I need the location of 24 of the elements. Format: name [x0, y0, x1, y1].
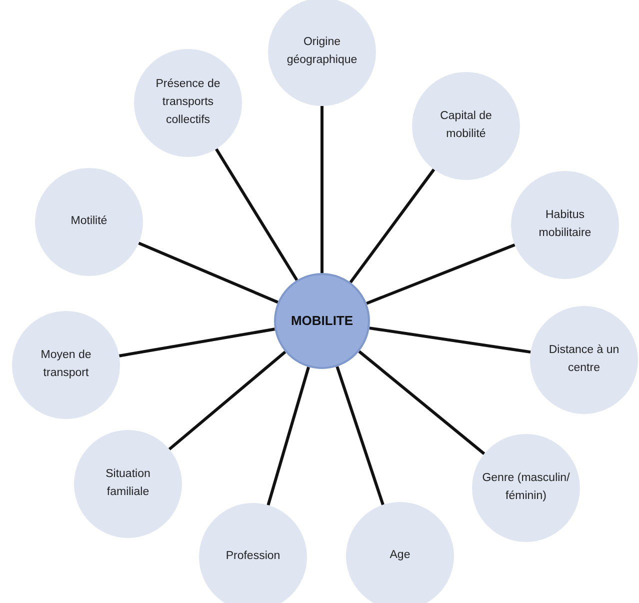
- central-label: MOBILITE: [290, 312, 354, 330]
- factor-label: Distance à un centre: [548, 343, 620, 376]
- connector-line: [336, 366, 384, 506]
- connector-line: [118, 328, 275, 358]
- factor-label: Capital de mobilité: [439, 109, 493, 142]
- connector-line: [266, 366, 310, 506]
- connector-line: [320, 106, 324, 273]
- factor-label: Situation familiale: [104, 467, 152, 500]
- factor-label: Age: [388, 548, 412, 564]
- connector-line: [366, 243, 516, 305]
- connector-line: [369, 326, 531, 354]
- factor-label: Habitus mobilitaire: [538, 208, 592, 241]
- factor-label: Genre (masculin/ féminin): [481, 471, 571, 504]
- factor-label: Origine géographique: [286, 35, 358, 68]
- connector-line: [138, 242, 278, 304]
- factor-label: Profession: [224, 549, 282, 564]
- connector-line: [215, 148, 298, 281]
- factor-label: Présence de transports collectifs: [154, 77, 222, 128]
- connector-line: [168, 350, 286, 450]
- connector-line: [358, 350, 486, 455]
- factor-label: Moyen de transport: [40, 348, 92, 381]
- central-circle: [274, 273, 370, 369]
- connector-line: [349, 168, 436, 284]
- factor-label: Motilité: [70, 214, 108, 230]
